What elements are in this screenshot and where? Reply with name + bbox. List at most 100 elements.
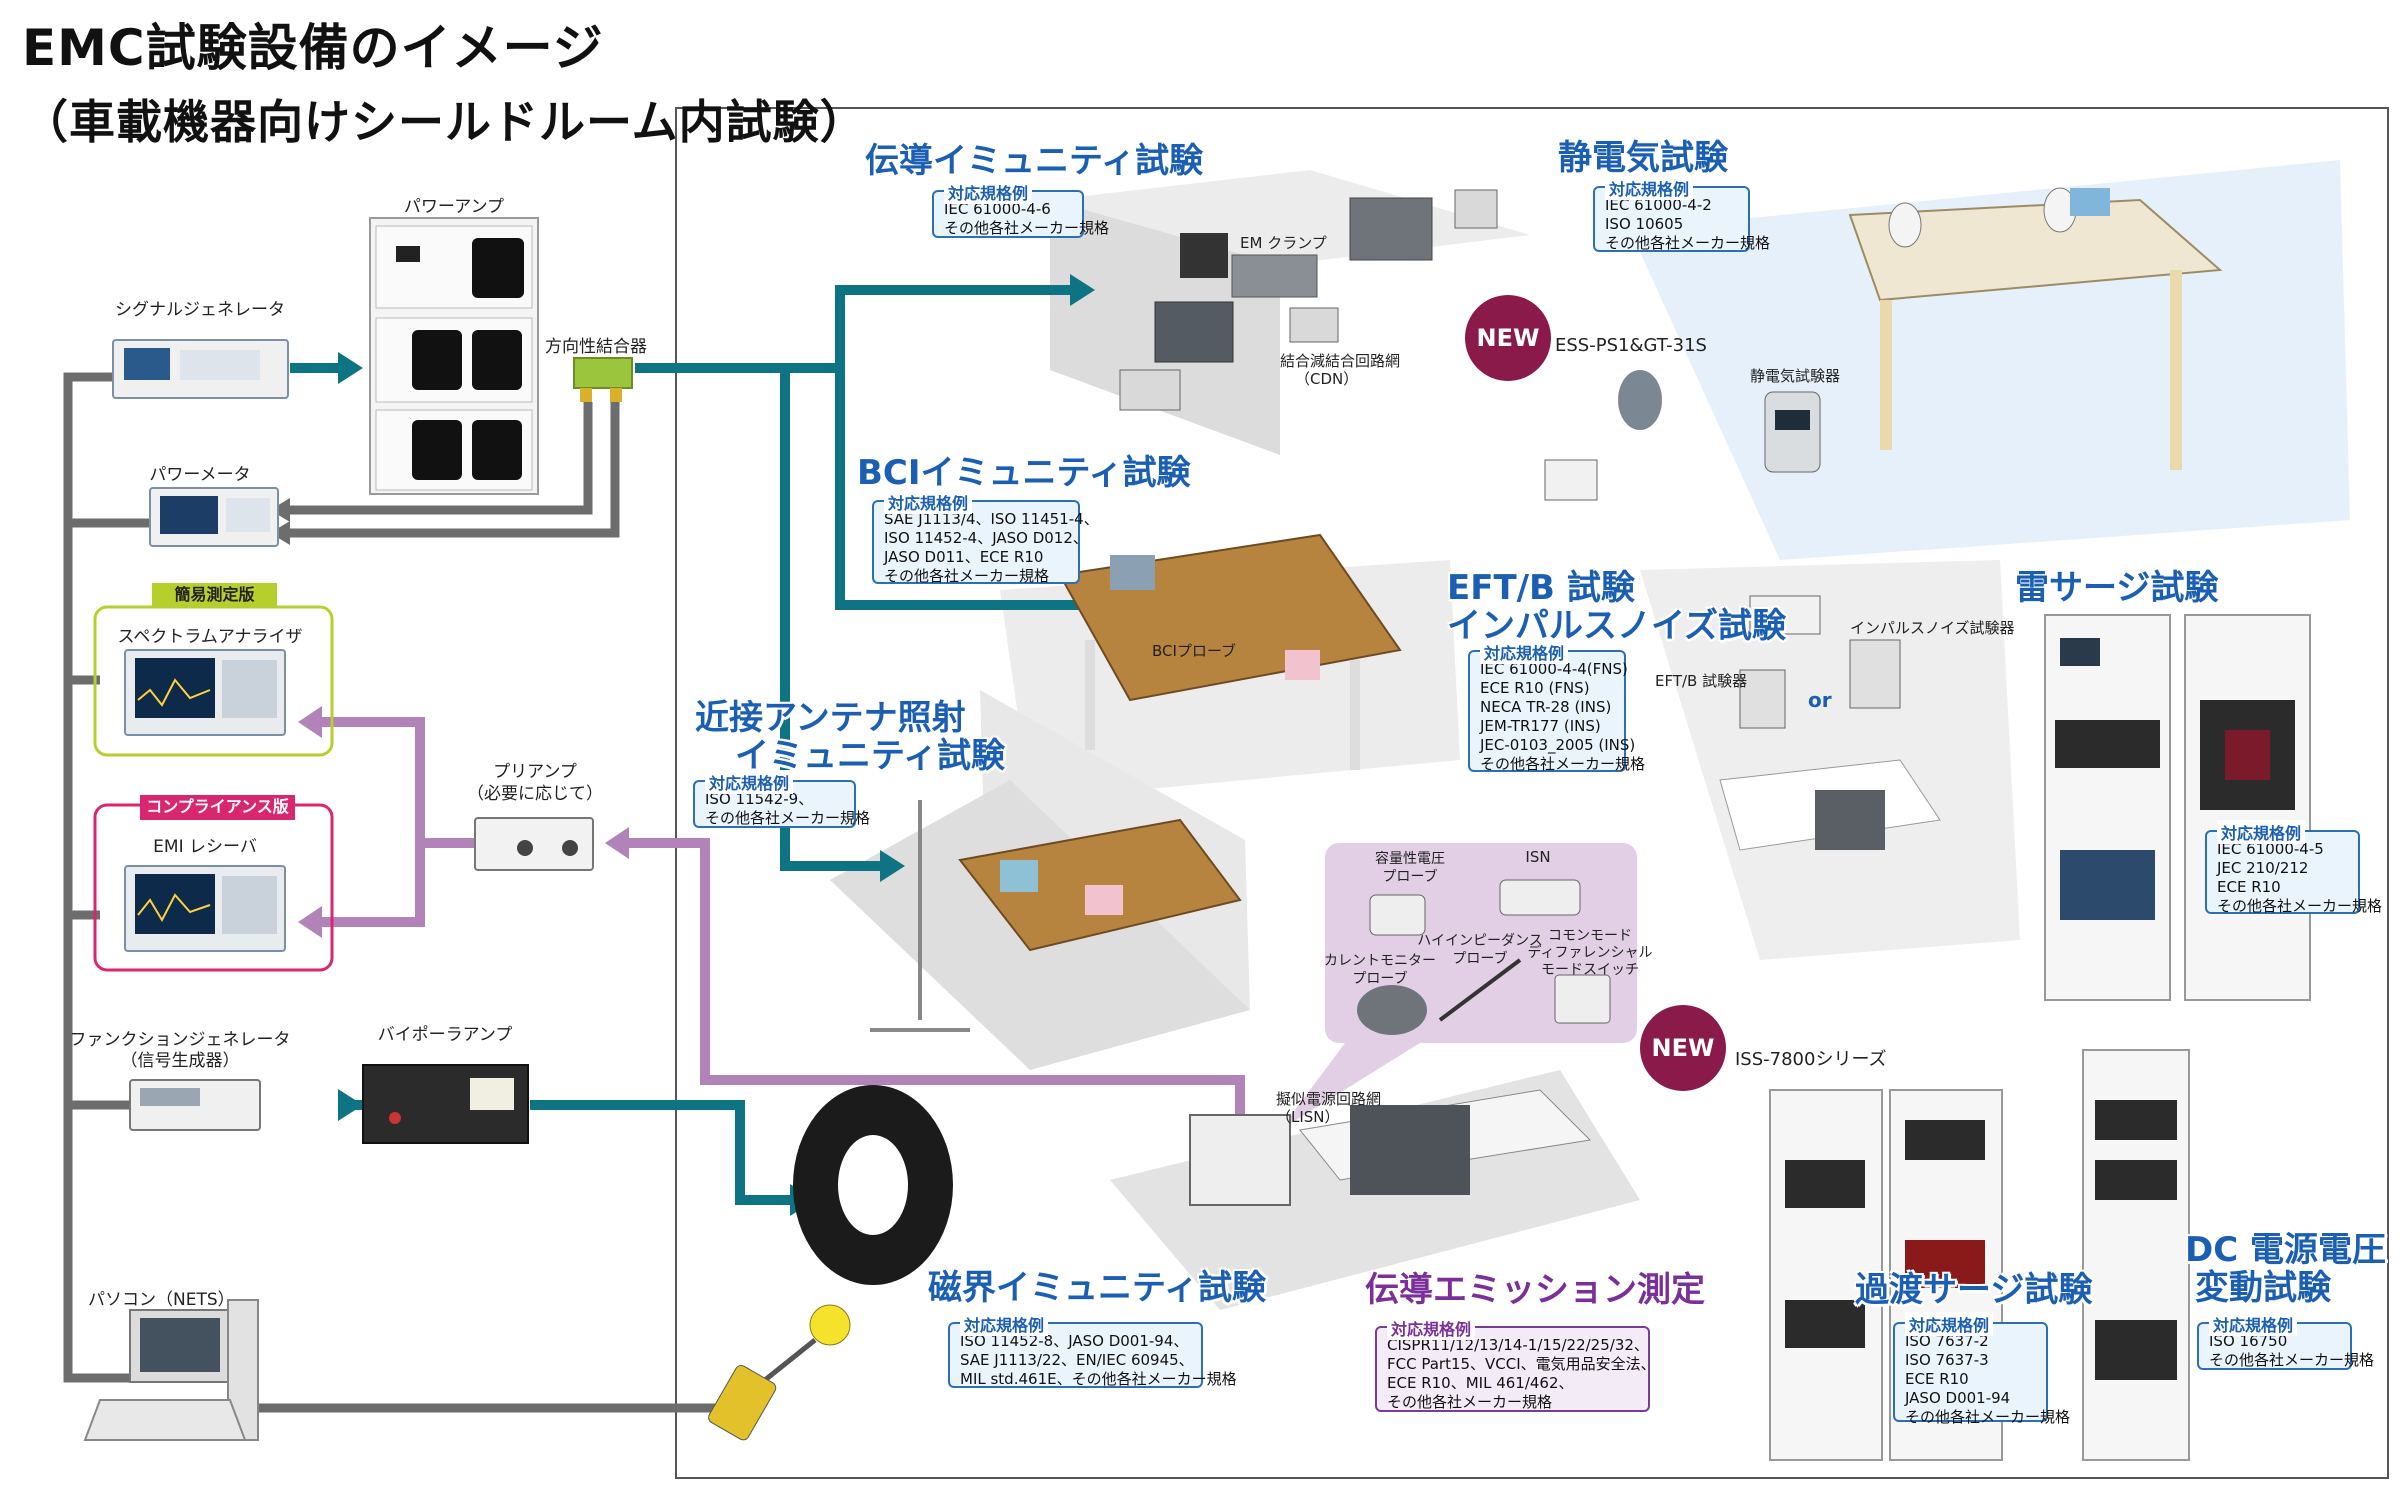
standard-line: SAE J1113/22、EN/IEC 60945、 <box>960 1351 1194 1369</box>
standard-line: JEC 210/212 <box>2217 859 2309 877</box>
standard-line: ISO 11542-9、 <box>705 790 814 808</box>
surge-title: 雷サージ試験 <box>2015 568 2219 608</box>
standard-line: SAE J1113/4、ISO 11451-4、 <box>884 510 1099 528</box>
standard-line: その他各社メーカー規格 <box>1605 234 1771 252</box>
current-probe-label1: カレントモニター <box>1324 953 1436 969</box>
dc-var-standards: 対応規格例 ISO 16750 その他各社メーカー規格 <box>2197 1312 2375 1370</box>
probe-panel-pointer <box>1280 1043 1420 1130</box>
standard-line: JASO D001-94 <box>1905 1389 2011 1407</box>
esd-model-label: ESS-PS1&GT-31S <box>1555 335 1707 356</box>
standard-line: ISO 11452-4、JASO D012、 <box>884 529 1088 547</box>
cdn-note: （CDN） <box>1295 370 1359 388</box>
bci-probe-label: BCIプローブ <box>1152 642 1237 660</box>
hz-probe-label2: プローブ <box>1452 951 1508 967</box>
surge-standards: 対応規格例 IEC 61000-4-5 JEC 210/212 ECE R10 … <box>2205 820 2383 915</box>
preamp-note: （必要に応じて） <box>467 784 603 804</box>
cm-switch-label3: モードスイッチ <box>1541 962 1639 978</box>
standard-line: その他各社メーカー規格 <box>884 567 1050 585</box>
compliance-version-badge: コンプライアンス版 <box>146 797 289 816</box>
standard-line: ECE R10、MIL 461/462、 <box>1387 1374 1574 1392</box>
bipolar-amp <box>362 1064 529 1144</box>
standard-line: MIL std.461E、その他各社メーカー規格 <box>960 1370 1237 1388</box>
simple-badge-bg <box>152 583 277 608</box>
preamp-label: プリアンプ <box>493 762 577 782</box>
standard-line: IEC 61000-4-6 <box>944 200 1051 218</box>
standard-line: NECA TR-28 (INS) <box>1480 698 1612 716</box>
gray-cables <box>63 372 730 1413</box>
cdn-label: 結合減結合回路網 <box>1280 352 1401 370</box>
dc-var-title-line1: DC 電源電圧 <box>2185 1230 2387 1270</box>
bci-standards: 対応規格例 SAE J1113/4、ISO 11451-4、 ISO 11452… <box>872 490 1099 585</box>
page-title-line1: EMC試験設備のイメージ <box>22 19 604 77</box>
standard-line: CISPR11/12/13/14-1/15/22/25/32、 <box>1387 1336 1649 1354</box>
standards-heading: 対応規格例 <box>2217 820 2306 844</box>
function-generator-label: ファンクションジェネレータ <box>69 1030 291 1050</box>
directional-coupler-label: 方向性結合器 <box>545 337 647 357</box>
simple-version-badge: 簡易測定版 <box>174 585 255 604</box>
hz-probe-label1: ハイインピーダンス <box>1417 933 1543 949</box>
cm-switch-label2: ディファレンシャル <box>1527 945 1653 961</box>
standards-heading: 対応規格例 <box>1480 640 1569 664</box>
emi-receiver <box>124 865 286 952</box>
standard-line: ECE R10 (FNS) <box>1480 679 1590 697</box>
impulse-tester-label: インパルスノイズ試験器 <box>1850 619 2015 637</box>
shield-room-frame <box>675 107 2389 1479</box>
eft-tester-label: EFT/B 試験器 <box>1655 672 1748 690</box>
standards-heading: 対応規格例 <box>960 1312 1049 1336</box>
standard-line: その他各社メーカー規格 <box>2209 1351 2375 1369</box>
proximity-title-line2: イミュニティ試験 <box>735 736 1005 776</box>
lisn-label: 擬似電源回路網 <box>1276 1090 1382 1108</box>
compliance-badge-bg <box>140 795 295 820</box>
magnetic-coil <box>793 1085 953 1285</box>
pc-set <box>83 1299 259 1441</box>
standard-line: IEC 61000-4-2 <box>1605 196 1712 214</box>
teal-cables <box>290 285 1090 1205</box>
standard-line: JASO D011、ECE R10 <box>884 548 1044 566</box>
cm-switch-label1: コモンモード <box>1548 928 1632 944</box>
emission-standards: 対応規格例 CISPR11/12/13/14-1/15/22/25/32、 FC… <box>1375 1316 1656 1412</box>
esd-standards: 対応規格例 IEC 61000-4-2 ISO 10605 その他各社メーカー規… <box>1593 176 1771 252</box>
standard-line: ISO 7637-2 <box>1905 1332 1989 1350</box>
standard-line: ISO 16750 <box>2209 1332 2288 1350</box>
transient-title: 過渡サージ試験 <box>1855 1270 2093 1310</box>
standard-line: IEC 61000-4-4(FNS) <box>1480 660 1628 678</box>
standard-line: ECE R10 <box>1905 1370 1969 1388</box>
standard-line: その他各社メーカー規格 <box>1480 755 1646 773</box>
bci-title: BCIイミュニティ試験 <box>857 453 1191 493</box>
iss-series-label: ISS-7800シリーズ <box>1735 1049 1887 1070</box>
proximity-title-line1: 近接アンテナ照射 <box>695 698 966 738</box>
standard-line: FCC Part15、VCCI、電気用品安全法、 <box>1387 1355 1656 1373</box>
power-amp-label: パワーアンプ <box>403 197 505 217</box>
signal-generator <box>112 339 289 399</box>
eft-standards: 対応規格例 IEC 61000-4-4(FNS) ECE R10 (FNS) N… <box>1468 640 1646 773</box>
magnetic-title: 磁界イミュニティ試験 <box>928 1268 1266 1308</box>
standards-heading: 対応規格例 <box>1387 1316 1476 1340</box>
current-probe-label2: プローブ <box>1352 971 1408 987</box>
power-meter-label: パワーメータ <box>149 465 251 485</box>
eft-setup <box>1719 595 1941 851</box>
conducted-immunity-title: 伝導イミュニティ試験 <box>865 141 1203 181</box>
esd-equipment <box>1544 370 1821 501</box>
purple-cables <box>318 717 1245 1125</box>
emission-title: 伝導エミッション測定 <box>1365 1270 1705 1310</box>
page-title-line2: （車載機器向けシールドルーム内試験） <box>22 95 867 149</box>
cap-probe-label2: プローブ <box>1382 869 1438 885</box>
dc-var-title-line2: 変動試験 <box>2195 1268 2331 1308</box>
floor-eft <box>1640 560 2020 960</box>
standard-line: IEC 61000-4-5 <box>2217 840 2324 858</box>
new-badge-esd: NEW <box>1465 295 1551 381</box>
standard-line: JEM-TR177 (INS) <box>1480 717 1601 735</box>
cap-probe-label1: 容量性電圧 <box>1375 851 1445 867</box>
emi-receiver-label: EMI レシーバ <box>153 837 257 857</box>
function-generator-note: （信号生成器） <box>120 1051 240 1071</box>
signal-generator-label: シグナルジェネレータ <box>115 300 285 320</box>
standard-line: その他各社メーカー規格 <box>2217 897 2383 915</box>
standard-line: ISO 10605 <box>1605 215 1684 233</box>
standard-line: JEC-0103_2005 (INS) <box>1480 736 1636 754</box>
standards-heading: 対応規格例 <box>2209 1312 2298 1336</box>
em-clamp-label: EM クランプ <box>1240 234 1327 252</box>
spectrum-analyzer-label: スペクトラムアナライザ <box>117 627 303 647</box>
directional-coupler <box>573 357 633 402</box>
standard-line: その他各社メーカー規格 <box>944 219 1110 237</box>
